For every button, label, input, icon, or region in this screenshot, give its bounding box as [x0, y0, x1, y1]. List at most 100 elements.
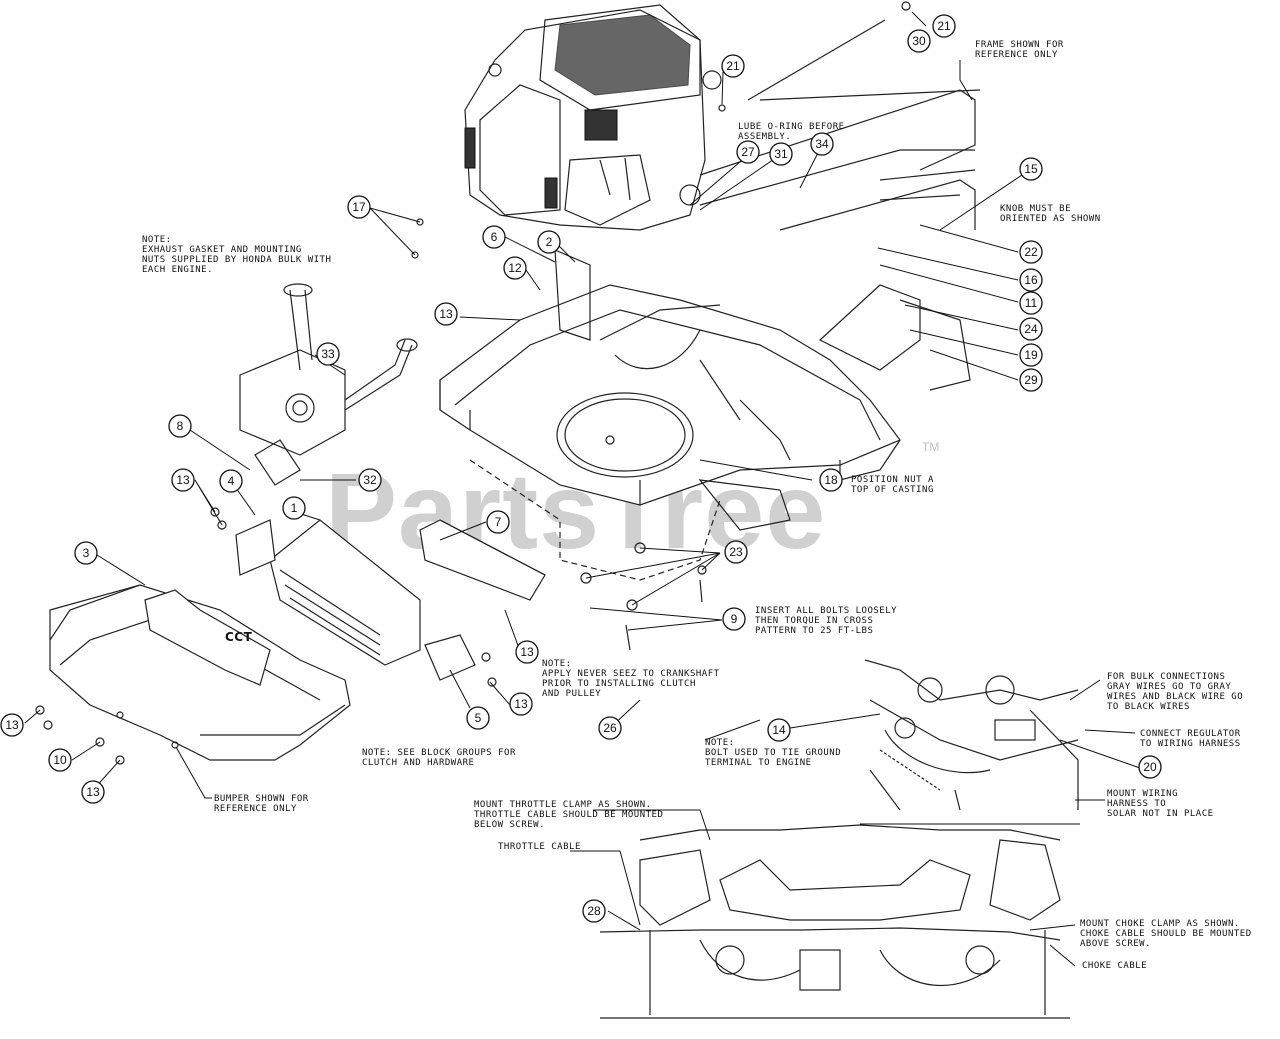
callout: 8 — [168, 414, 192, 438]
brackets-drawing — [235, 519, 476, 681]
svg-text:29: 29 — [1024, 373, 1038, 387]
inset-wiring — [860, 655, 1079, 811]
note-see-block: NOTE: SEE BLOCK GROUPS FOR CLUTCH AND HA… — [362, 748, 516, 768]
callout: 5 — [466, 706, 490, 730]
deck-dashed — [469, 459, 791, 581]
callout: 23 — [724, 540, 748, 564]
note-knob: KNOB MUST BE ORIENTED AS SHOWN — [1000, 204, 1101, 224]
svg-text:6: 6 — [491, 230, 498, 244]
svg-text:11: 11 — [1025, 296, 1038, 310]
note-lube: LUBE O-RING BEFORE ASSEMBLY. — [738, 122, 845, 142]
note-position-nut: POSITION NUT A TOP OF CASTING — [851, 475, 934, 495]
callout: 7 — [486, 510, 510, 534]
note-frame: FRAME SHOWN FOR REFERENCE ONLY — [975, 40, 1064, 60]
callout: 32 — [358, 468, 382, 492]
callout: 24 — [1019, 317, 1043, 341]
callout: 4 — [219, 469, 243, 493]
note-throttle-clamp: MOUNT THROTTLE CLAMP AS SHOWN. THROTTLE … — [474, 800, 664, 830]
svg-text:19: 19 — [1024, 348, 1038, 362]
svg-text:1: 1 — [291, 501, 298, 515]
note-throttle-cable: THROTTLE CABLE — [498, 842, 581, 852]
callout: 29 — [1019, 368, 1043, 392]
note-never-seez: NOTE: APPLY NEVER SEEZ TO CRANKSHAFT PRI… — [542, 659, 720, 699]
svg-text:2: 2 — [546, 235, 553, 249]
note-bulk-connect: FOR BULK CONNECTIONS GRAY WIRES GO TO GR… — [1107, 672, 1244, 712]
svg-text:15: 15 — [1024, 162, 1038, 176]
svg-text:10: 10 — [53, 753, 67, 767]
callout: 30 — [907, 29, 931, 53]
callout: 21 — [932, 14, 956, 38]
callout: 13 — [434, 302, 458, 326]
note-insert-bolts: INSERT ALL BOLTS LOOSELY THEN TORQUE IN … — [755, 606, 898, 636]
svg-text:31: 31 — [774, 147, 788, 161]
svg-text:12: 12 — [508, 261, 522, 275]
svg-text:24: 24 — [1024, 322, 1038, 336]
heat-shield-drawing — [269, 519, 546, 666]
callout: 9 — [722, 607, 746, 631]
callout: 21 — [721, 54, 745, 78]
callout: 14 — [767, 718, 791, 742]
callout: 26 — [598, 716, 622, 740]
svg-text:32: 32 — [363, 473, 377, 487]
svg-text:20: 20 — [1143, 760, 1157, 774]
callout: 33 — [316, 342, 340, 366]
svg-text:8: 8 — [177, 419, 184, 433]
svg-text:28: 28 — [587, 904, 601, 918]
callout: 27 — [736, 140, 760, 164]
svg-text:16: 16 — [1024, 273, 1038, 287]
callout: 6 — [482, 225, 506, 249]
note-bumper: BUMPER SHOWN FOR REFERENCE ONLY — [214, 794, 309, 814]
callout: 13 — [171, 468, 195, 492]
svg-text:18: 18 — [824, 473, 838, 487]
callouts: 21 30 21 27 31 34 15 22 16 11 24 19 29 1… — [0, 14, 1162, 923]
callout: 16 — [1019, 268, 1043, 292]
bumper-logo: CCT — [225, 630, 253, 644]
callout: 20 — [1138, 755, 1162, 779]
svg-text:23: 23 — [729, 545, 743, 559]
svg-text:9: 9 — [731, 612, 738, 626]
svg-text:13: 13 — [176, 473, 190, 487]
svg-text:13: 13 — [86, 785, 100, 799]
callout: 10 — [48, 748, 72, 772]
svg-text:26: 26 — [603, 721, 617, 735]
callout: 13 — [0, 713, 24, 737]
callout: 31 — [769, 142, 793, 166]
svg-text:30: 30 — [912, 34, 926, 48]
callout: 12 — [503, 256, 527, 280]
svg-text:34: 34 — [815, 137, 829, 151]
watermark-tm: TM — [922, 440, 940, 454]
callout: 1 — [282, 496, 306, 520]
svg-text:4: 4 — [228, 474, 235, 488]
svg-text:7: 7 — [495, 515, 502, 529]
chassis-drawing — [439, 249, 971, 506]
callout: 18 — [819, 468, 843, 492]
hardware-drawing — [35, 1, 911, 765]
svg-text:3: 3 — [83, 546, 90, 560]
svg-text:13: 13 — [520, 645, 534, 659]
note-regulator: CONNECT REGULATOR TO WIRING HARNESS — [1140, 729, 1241, 749]
svg-text:14: 14 — [772, 723, 786, 737]
muffler-drawing — [239, 283, 418, 486]
callout: 15 — [1019, 157, 1043, 181]
leader-lines — [24, 11, 1141, 967]
note-bolt-ground: NOTE: BOLT USED TO TIE GROUND TERMINAL T… — [705, 738, 842, 768]
svg-text:27: 27 — [741, 145, 755, 159]
svg-text:5: 5 — [475, 711, 482, 725]
svg-text:33: 33 — [321, 347, 335, 361]
callout: 34 — [810, 132, 834, 156]
inset-cables — [599, 824, 1070, 1019]
callout: 19 — [1019, 343, 1043, 367]
svg-text:21: 21 — [937, 19, 951, 33]
callout: 11 — [1019, 291, 1043, 315]
callout: 13 — [515, 640, 539, 664]
frame-drawing — [699, 19, 981, 231]
svg-text:13: 13 — [5, 718, 19, 732]
svg-text:13: 13 — [439, 307, 453, 321]
note-exhaust: NOTE: EXHAUST GASKET AND MOUNTING NUTS S… — [142, 235, 332, 275]
callout: 2 — [537, 230, 561, 254]
note-mount-wiring: MOUNT WIRING HARNESS TO SOLAR NOT IN PLA… — [1107, 789, 1214, 819]
callout: 28 — [582, 899, 606, 923]
note-choke-clamp: MOUNT CHOKE CLAMP AS SHOWN. CHOKE CABLE … — [1080, 919, 1252, 949]
svg-text:13: 13 — [514, 697, 528, 711]
